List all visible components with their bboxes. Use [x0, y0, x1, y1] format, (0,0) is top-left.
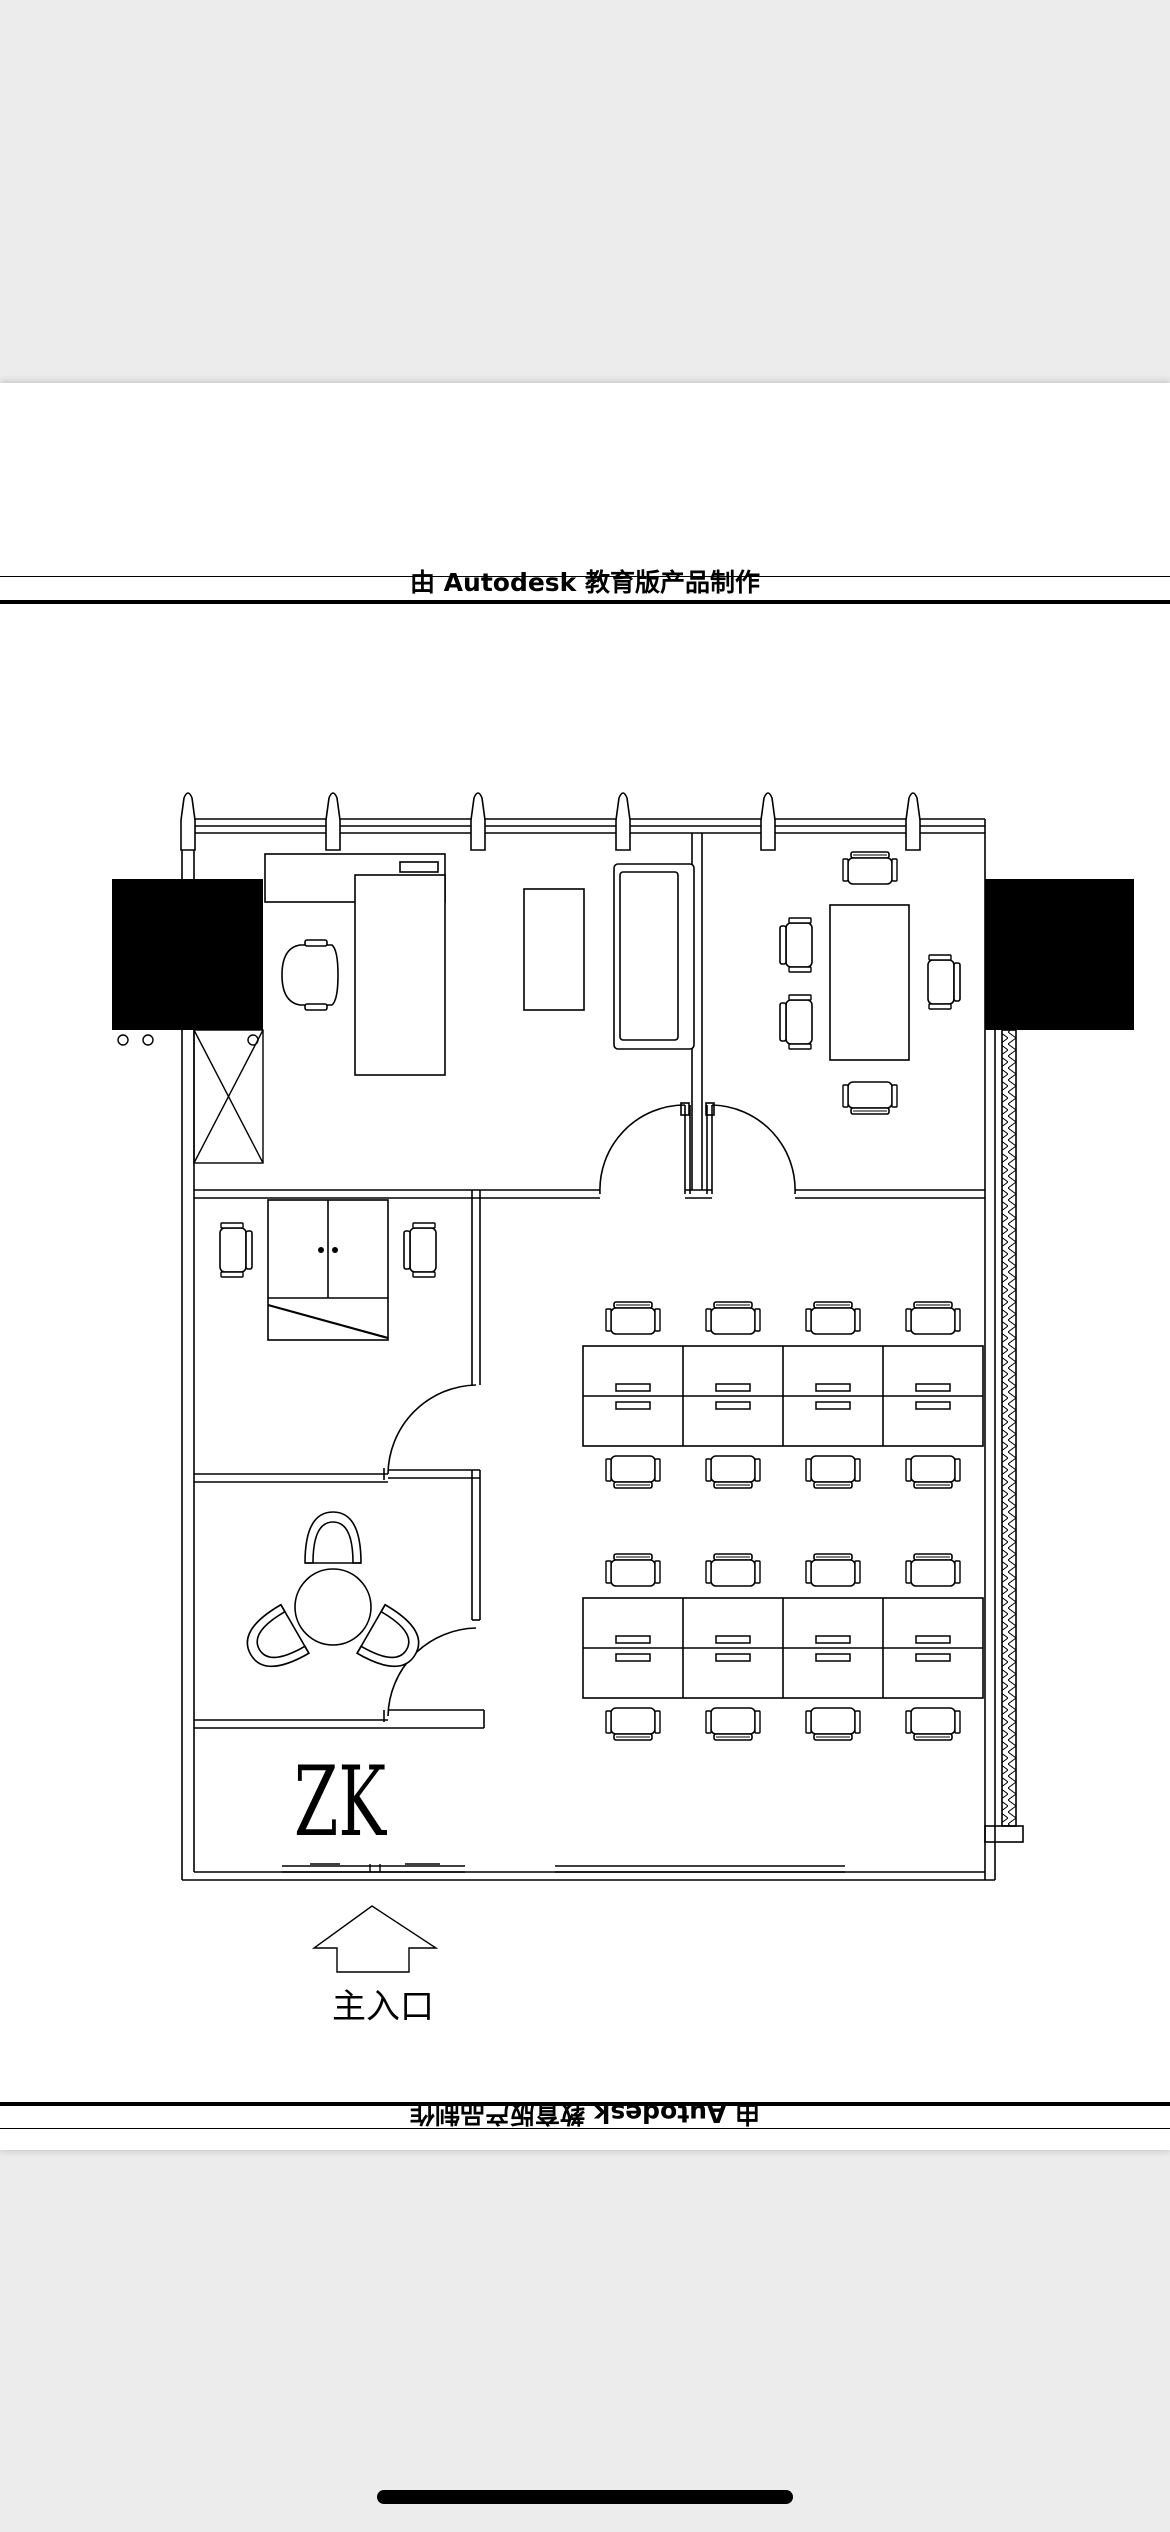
title-rule-thick — [0, 600, 1170, 604]
storefront-glazing — [282, 1863, 845, 1873]
footer-rule-thin — [0, 2128, 1170, 2129]
hatched-wall — [1001, 1029, 1017, 1827]
interior-partitions — [194, 833, 985, 1729]
manager-office — [264, 853, 695, 1076]
structural-column-left — [112, 879, 263, 1030]
desk-cluster-1 — [582, 1301, 984, 1489]
drawing-sheet — [0, 383, 1170, 2150]
footer-rule-thick — [0, 2102, 1170, 2106]
shaft-void — [193, 1029, 264, 1164]
watermark-top: 由 Autodesk 教育版产品制作 — [409, 568, 761, 597]
meeting-room-top — [779, 851, 961, 1115]
company-mark: ZK — [294, 1746, 388, 1858]
entrance-arrow-icon — [311, 1905, 439, 1973]
main-entrance-label: 主入口 — [332, 1987, 434, 2027]
title-rule-thin — [0, 576, 1170, 577]
window-columns — [180, 792, 921, 851]
small-office — [219, 1199, 437, 1341]
home-indicator[interactable] — [377, 2490, 793, 2504]
structural-column-right — [985, 879, 1134, 1030]
desk-cluster-2 — [582, 1553, 984, 1741]
round-table-room — [246, 1511, 420, 1668]
